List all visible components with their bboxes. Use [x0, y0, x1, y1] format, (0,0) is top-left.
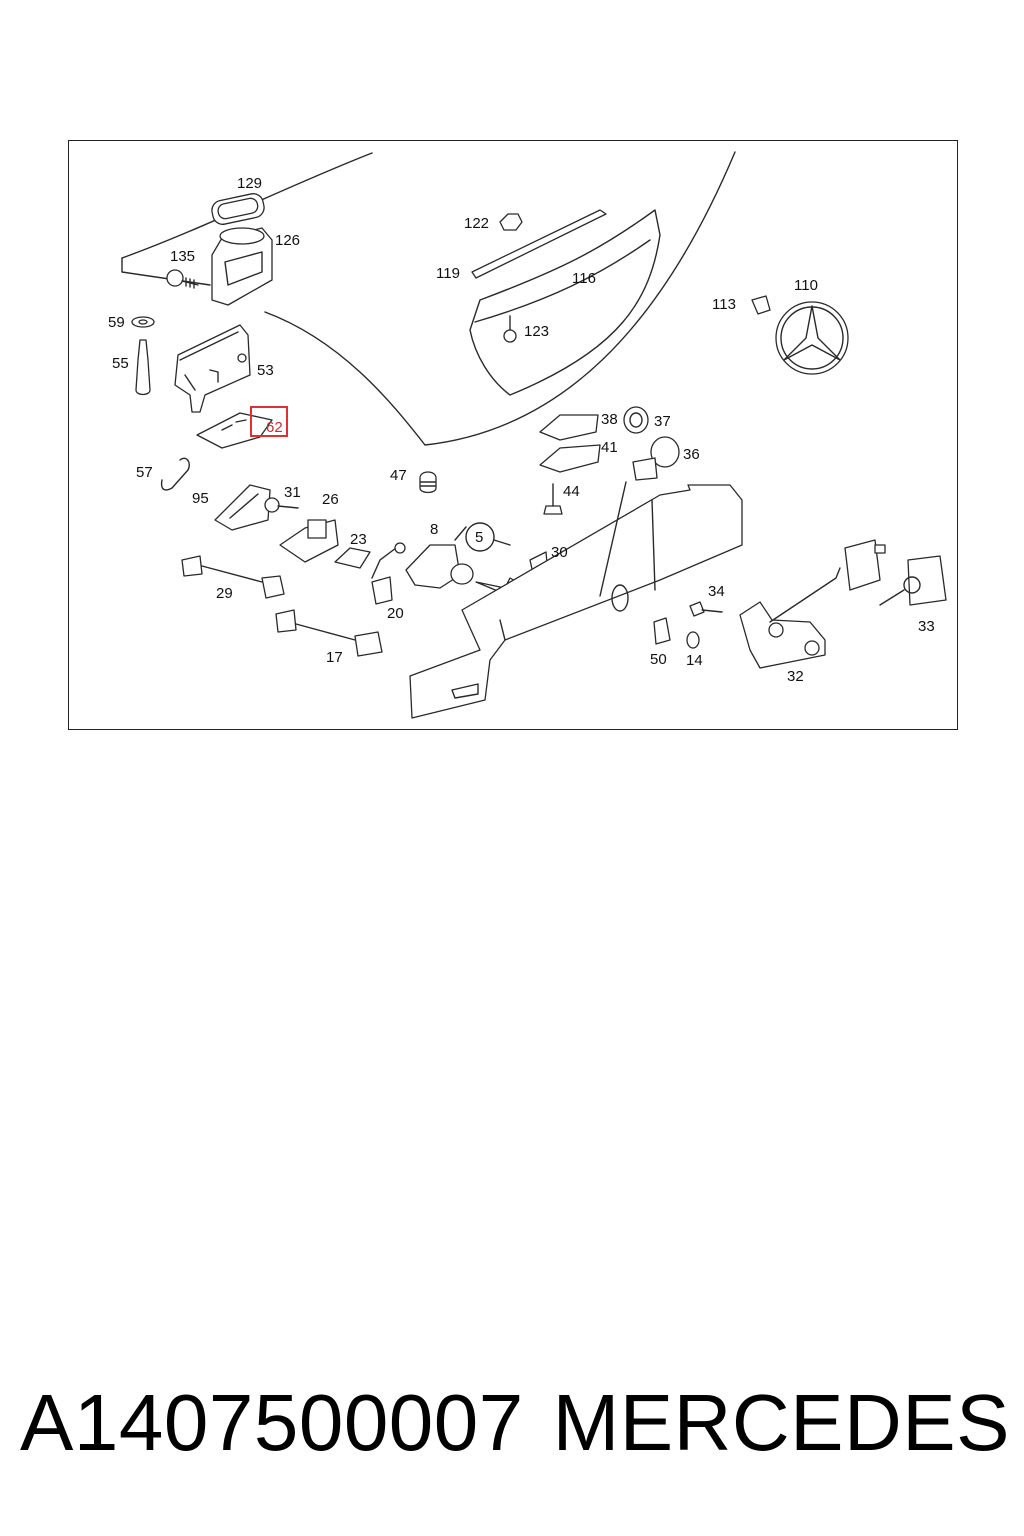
part-34-screw — [689, 601, 723, 617]
part-55-pin — [135, 339, 151, 396]
label-5: 5 — [475, 529, 483, 546]
brand-name: MERCEDES — [552, 1378, 1010, 1467]
part-47-plug — [419, 471, 437, 494]
part-119-strip — [471, 209, 607, 279]
part-23-latch — [334, 542, 406, 579]
part-122-nut — [499, 213, 523, 231]
part-31-screw — [264, 497, 299, 513]
part-44-bolt — [543, 483, 563, 515]
label-122: 122 — [464, 215, 489, 232]
label-17: 17 — [326, 649, 343, 666]
label-135: 135 — [170, 248, 195, 265]
label-30: 30 — [551, 544, 568, 561]
label-23: 23 — [350, 531, 367, 548]
part-53-lock — [174, 324, 251, 413]
label-126: 126 — [275, 232, 300, 249]
part-32-hinge — [739, 567, 841, 669]
label-20: 20 — [387, 605, 404, 622]
part-126-housing — [211, 227, 273, 306]
highlight-box — [250, 406, 288, 437]
part-17-wire — [275, 609, 383, 657]
trunk-lower-panel — [409, 481, 743, 719]
label-116: 116 — [572, 270, 596, 287]
label-59: 59 — [108, 314, 125, 331]
caption-bar: A1407500007 MERCEDES — [20, 1368, 1010, 1478]
label-123: 123 — [524, 323, 549, 340]
label-110: 110 — [794, 277, 818, 294]
label-53: 53 — [257, 362, 274, 379]
label-37: 37 — [654, 413, 671, 430]
label-50: 50 — [650, 651, 667, 668]
label-57: 57 — [136, 464, 153, 481]
label-129: 129 — [237, 175, 262, 192]
part-37-grommet — [623, 406, 649, 434]
part-50-clip — [653, 617, 671, 645]
callout-labels: 129 126 135 59 55 53 62 57 95 31 26 47 1… — [108, 175, 935, 685]
part-29-wire — [181, 555, 285, 599]
part-57-clip — [160, 457, 190, 491]
part-14-washer — [686, 631, 700, 649]
part-129-seal — [211, 193, 265, 225]
label-32: 32 — [787, 668, 804, 685]
part-33-actuator — [844, 539, 947, 606]
label-62: 62 — [266, 419, 283, 436]
label-36: 36 — [683, 446, 700, 463]
part-135-screw — [166, 269, 199, 289]
label-34: 34 — [708, 583, 725, 600]
part-36-gasket — [632, 436, 680, 481]
part-26-switch — [279, 519, 339, 563]
part-95-bracket — [214, 484, 271, 531]
part-41-plate — [539, 444, 601, 473]
label-14: 14 — [686, 652, 703, 669]
label-29: 29 — [216, 585, 233, 602]
label-113: 113 — [712, 296, 736, 313]
part-113-grommet — [751, 295, 771, 315]
label-38: 38 — [601, 411, 618, 428]
part-20-connector — [371, 576, 393, 605]
part-59-washer — [131, 316, 155, 328]
label-41: 41 — [601, 439, 618, 456]
label-119: 119 — [436, 265, 460, 282]
label-33: 33 — [918, 618, 935, 635]
label-95: 95 — [192, 490, 209, 507]
label-55: 55 — [112, 355, 129, 372]
part-number: A1407500007 — [20, 1378, 524, 1467]
part-62-plate — [196, 412, 273, 449]
label-31: 31 — [284, 484, 301, 501]
label-8: 8 — [430, 521, 438, 538]
part-110-star-emblem — [775, 301, 849, 375]
part-38-bracket — [539, 414, 599, 441]
label-44: 44 — [563, 483, 580, 500]
label-47: 47 — [390, 467, 407, 484]
label-26: 26 — [322, 491, 339, 508]
trunk-lid-outline — [121, 151, 736, 446]
part-123-screw — [503, 315, 517, 343]
part-8-lock-cylinder — [405, 522, 521, 599]
